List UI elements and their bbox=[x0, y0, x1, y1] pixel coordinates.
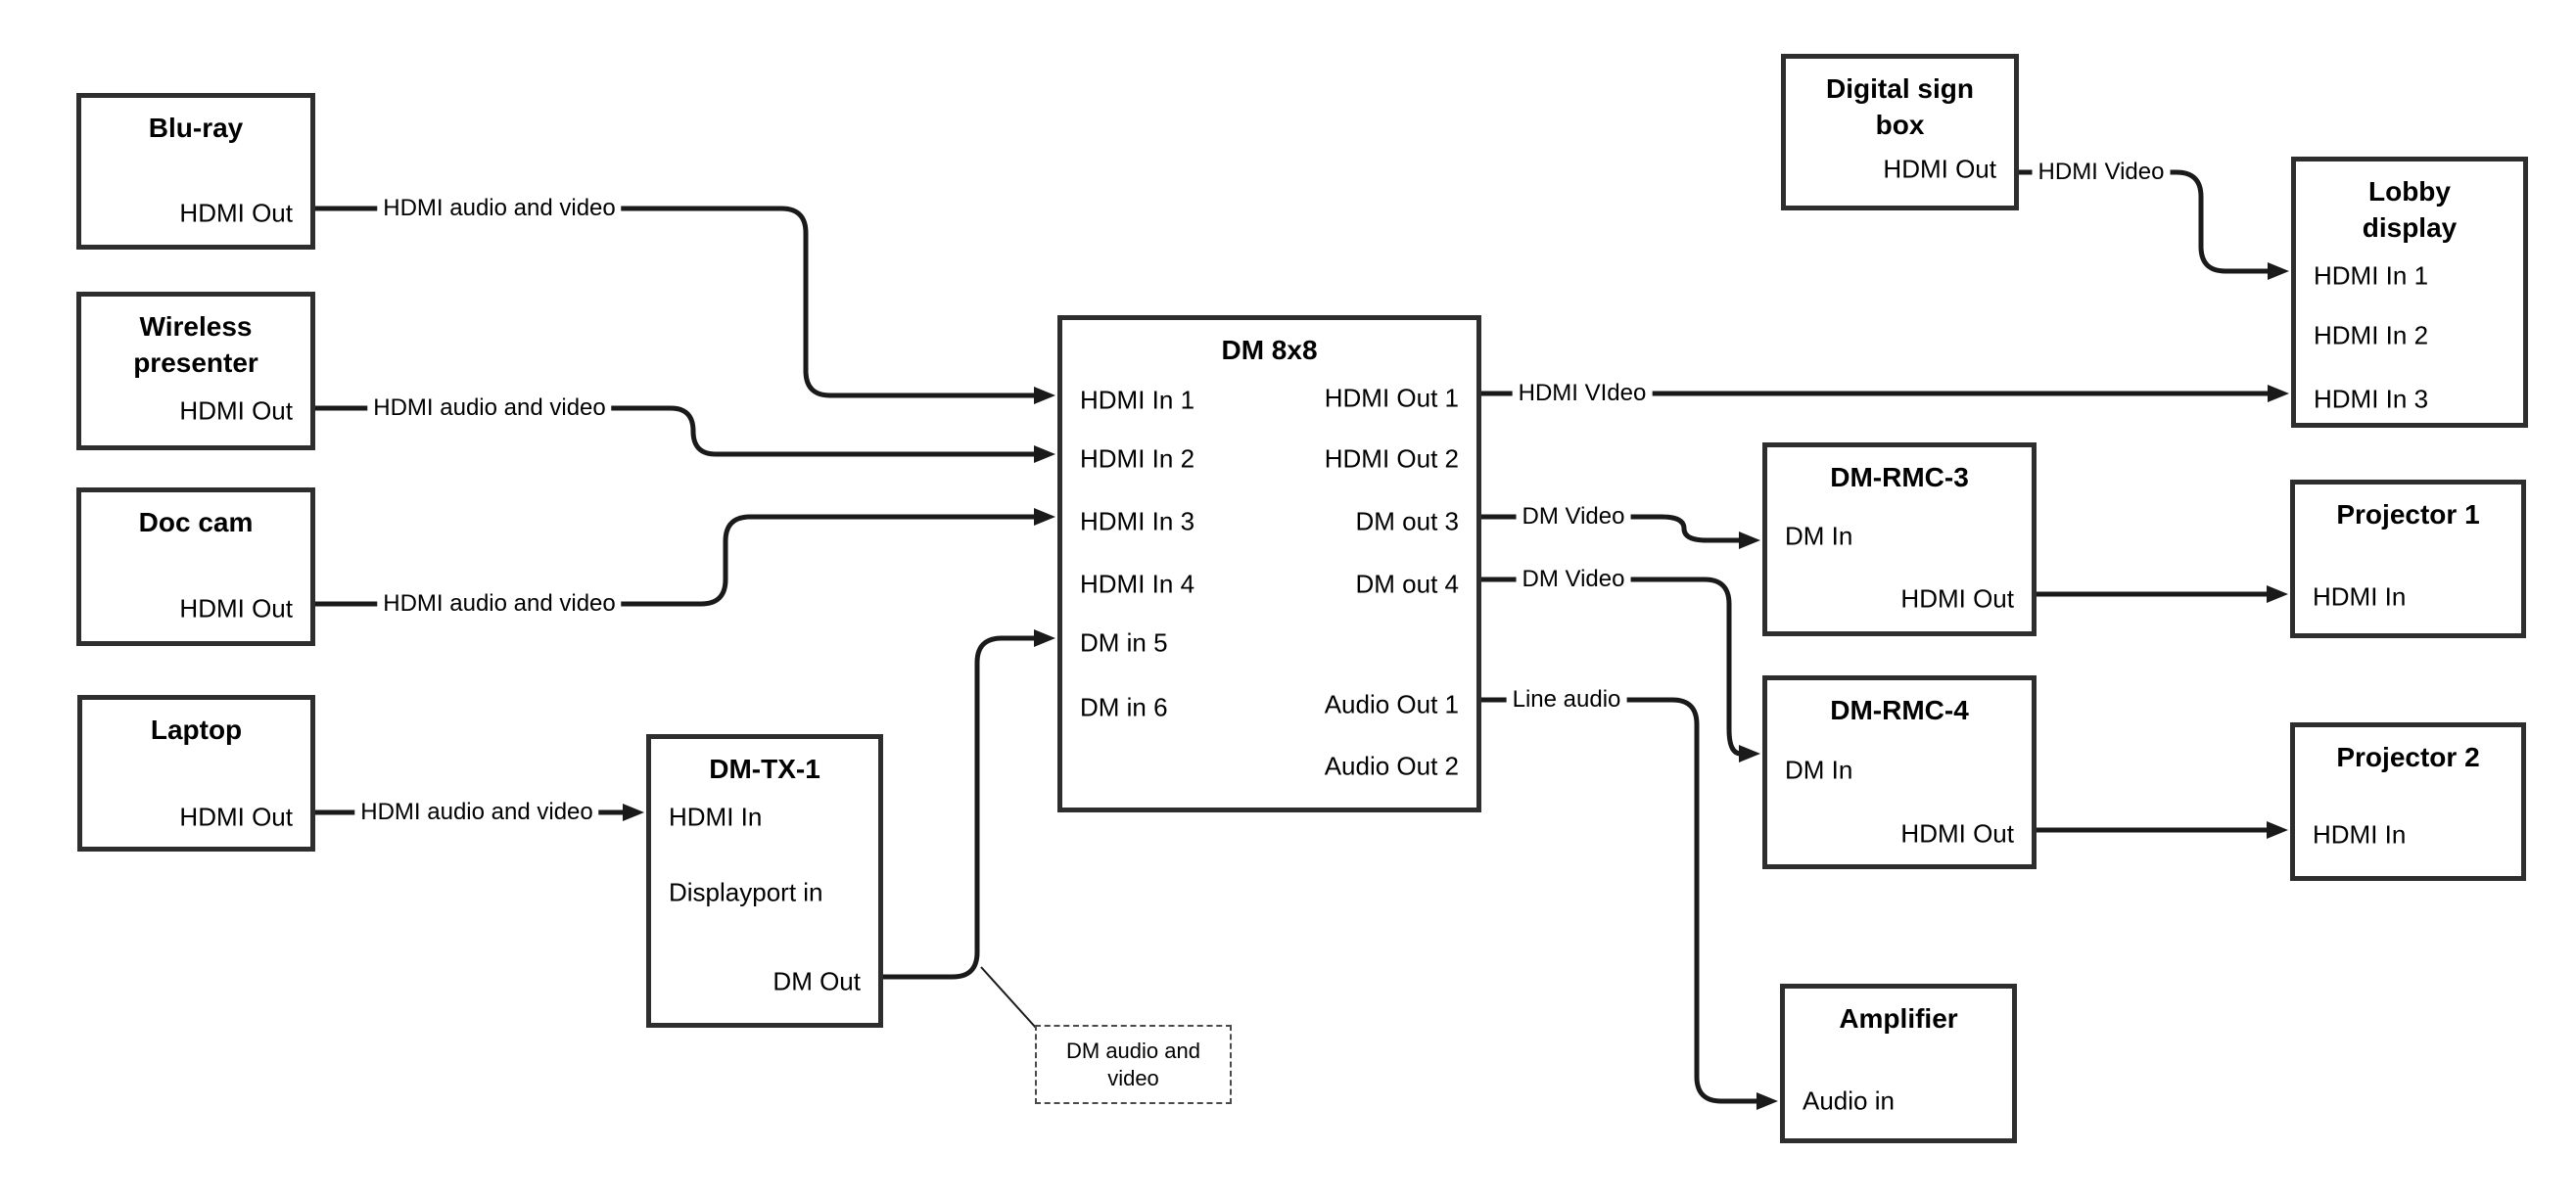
port-dm-out: DM Out bbox=[773, 966, 861, 996]
wire-doccam-to-dm8x8-in3 bbox=[315, 508, 1055, 607]
port-hdmi-out: HDMI Out bbox=[179, 593, 293, 624]
port-hdmi-in-1: HDMI In 1 bbox=[2314, 260, 2429, 291]
node-lobby-display: Lobby display HDMI In 1 HDMI In 2 HDMI I… bbox=[2291, 157, 2528, 428]
wire-dm8x8-dmout3-to-rmc3 bbox=[1481, 514, 1760, 549]
port-hdmi-in-1: HDMI In 1 bbox=[1080, 385, 1195, 415]
port-audio-out-2: Audio Out 2 bbox=[1324, 751, 1459, 781]
node-amplifier: Amplifier Audio in bbox=[1780, 984, 2017, 1143]
note-dm-audio-and-video: DM audio and video bbox=[1035, 1025, 1232, 1104]
node-laptop: Laptop HDMI Out bbox=[77, 695, 315, 852]
wire-wireless-to-dm8x8-in2 bbox=[315, 405, 1055, 463]
port-hdmi-in-4: HDMI In 4 bbox=[1080, 569, 1195, 599]
node-title: Doc cam bbox=[138, 507, 254, 537]
wire-label-hdmi-video-sign: HDMI Video bbox=[2032, 158, 2171, 187]
port-hdmi-in-3: HDMI In 3 bbox=[2314, 384, 2429, 414]
node-projector-1: Projector 1 HDMI In bbox=[2290, 480, 2526, 638]
wire-digitalsign-to-lobby-in1 bbox=[2019, 169, 2289, 280]
port-hdmi-out: HDMI Out bbox=[1900, 818, 2014, 849]
wire-dmtx1-to-dm8x8-in5 bbox=[883, 629, 1055, 980]
port-dm-out-3: DM out 3 bbox=[1355, 506, 1460, 536]
port-hdmi-out-2: HDMI Out 2 bbox=[1324, 443, 1459, 474]
node-digital-sign-box: Digital sign box HDMI Out bbox=[1781, 54, 2019, 210]
node-doc-cam: Doc cam HDMI Out bbox=[76, 487, 315, 646]
wire-label-hdmi-audio-video-1: HDMI audio and video bbox=[377, 194, 622, 223]
port-hdmi-in: HDMI In bbox=[2313, 581, 2407, 612]
wire-label-hdmi-video-out1: HDMI VIdeo bbox=[1512, 379, 1653, 408]
wire-label-dm-video-1: DM Video bbox=[1516, 502, 1631, 531]
wire-dm8x8-audioout1-to-amp bbox=[1481, 697, 1778, 1110]
wire-label-hdmi-audio-video-3: HDMI audio and video bbox=[377, 589, 622, 619]
port-audio-in: Audio in bbox=[1803, 1086, 1895, 1116]
node-title: Blu-ray bbox=[148, 113, 244, 143]
port-audio-out-1: Audio Out 1 bbox=[1324, 689, 1459, 719]
port-dm-in-6: DM in 6 bbox=[1080, 692, 1168, 722]
port-hdmi-out: HDMI Out bbox=[1900, 583, 2014, 614]
port-dm-in-5: DM in 5 bbox=[1080, 627, 1168, 658]
port-hdmi-out: HDMI Out bbox=[1883, 154, 1996, 184]
node-dm-tx-1: DM-TX-1 HDMI In Displayport in DM Out bbox=[646, 734, 883, 1028]
port-hdmi-out: HDMI Out bbox=[179, 802, 293, 832]
node-dm-8x8: DM 8x8 HDMI In 1 HDMI In 2 HDMI In 3 HDM… bbox=[1057, 315, 1481, 812]
wire-label-line-audio: Line audio bbox=[1506, 685, 1627, 715]
wire-bluray-to-dm8x8-in1 bbox=[315, 206, 1055, 404]
node-title: Lobby display bbox=[2362, 176, 2458, 243]
node-title: Laptop bbox=[150, 715, 243, 745]
node-title: Projector 1 bbox=[2336, 499, 2480, 530]
node-title: DM-TX-1 bbox=[709, 754, 820, 784]
port-dm-out-4: DM out 4 bbox=[1355, 569, 1460, 599]
wire-label-hdmi-audio-video-4: HDMI audio and video bbox=[354, 798, 599, 827]
port-hdmi-in: HDMI In bbox=[669, 802, 763, 832]
port-dm-in: DM In bbox=[1785, 521, 1853, 551]
wire-label-dm-video-2: DM Video bbox=[1516, 565, 1631, 594]
port-hdmi-in-3: HDMI In 3 bbox=[1080, 506, 1195, 536]
node-title: Projector 2 bbox=[2336, 742, 2480, 772]
note-callout-line bbox=[980, 966, 1037, 1029]
node-title: Digital sign box bbox=[1826, 73, 1974, 140]
node-title: DM 8x8 bbox=[1221, 335, 1318, 365]
port-hdmi-out: HDMI Out bbox=[179, 198, 293, 228]
wire-label-hdmi-audio-video-2: HDMI audio and video bbox=[367, 393, 612, 423]
node-blu-ray: Blu-ray HDMI Out bbox=[76, 93, 315, 250]
port-displayport-in: Displayport in bbox=[669, 877, 823, 907]
node-title: DM-RMC-4 bbox=[1830, 695, 1969, 725]
port-hdmi-in-2: HDMI In 2 bbox=[2314, 320, 2429, 350]
node-wireless-presenter: Wireless presenter HDMI Out bbox=[76, 292, 315, 450]
port-hdmi-in: HDMI In bbox=[2313, 819, 2407, 850]
port-hdmi-in-2: HDMI In 2 bbox=[1080, 443, 1195, 474]
port-dm-in: DM In bbox=[1785, 755, 1853, 785]
wire-dm8x8-dmout4-to-rmc4 bbox=[1481, 577, 1760, 762]
node-dm-rmc-3: DM-RMC-3 DM In HDMI Out bbox=[1762, 442, 2037, 636]
node-dm-rmc-4: DM-RMC-4 DM In HDMI Out bbox=[1762, 675, 2037, 869]
port-hdmi-out: HDMI Out bbox=[179, 395, 293, 426]
port-hdmi-out-1: HDMI Out 1 bbox=[1324, 383, 1459, 413]
node-title: Wireless presenter bbox=[133, 311, 258, 378]
node-title: DM-RMC-3 bbox=[1830, 462, 1969, 492]
node-projector-2: Projector 2 HDMI In bbox=[2290, 722, 2526, 881]
node-title: Amplifier bbox=[1839, 1003, 1958, 1034]
